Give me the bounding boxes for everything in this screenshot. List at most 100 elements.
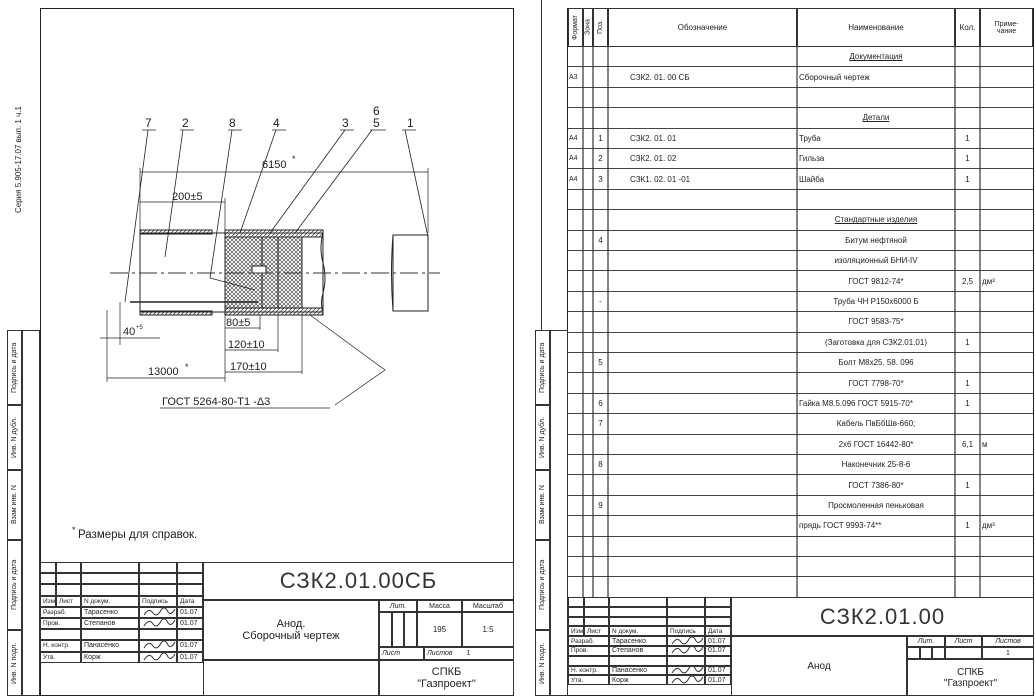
pos-cell xyxy=(593,88,608,107)
sign-date: 01.07 xyxy=(177,606,203,618)
dim-120: 120±10 xyxy=(228,339,265,351)
person-name xyxy=(609,655,667,666)
name-cell: Кабель ПвБбШв-660; xyxy=(836,419,916,429)
header-date: Дата xyxy=(177,595,203,607)
change-cell xyxy=(609,606,667,617)
sign-date xyxy=(177,629,203,641)
change-cell xyxy=(584,606,609,617)
person-name: Панасенко xyxy=(609,665,667,676)
spec-row: -Труба ЧН Р150х6000 Б xyxy=(568,292,1033,313)
change-cell xyxy=(584,616,609,627)
dim-overall: 6150 xyxy=(262,159,286,171)
name-cell: 2х6 ГОСТ 16442-80* xyxy=(838,439,914,449)
qty-cell xyxy=(955,312,980,331)
name-cell: изоляционный БНИ-IV xyxy=(834,256,918,266)
format-cell xyxy=(569,577,583,596)
drawing-name: Анод.Сборочный чертеж xyxy=(203,600,379,660)
format-cell: А4 xyxy=(569,175,578,183)
name-cell: Документация xyxy=(849,52,903,62)
change-cell xyxy=(568,606,584,617)
qty-cell xyxy=(955,88,980,107)
stamp-inv-podl: Инв. N подл. xyxy=(7,630,22,696)
designation-cell xyxy=(630,312,755,331)
leader-6: 6 xyxy=(373,104,380,118)
format-cell xyxy=(569,373,583,392)
signature xyxy=(139,640,177,652)
role-label: Пров. xyxy=(568,646,609,656)
weld-note: ГОСТ 5264-80-Т1 -Δ3 xyxy=(162,396,270,408)
pos-cell xyxy=(593,190,608,209)
format-cell xyxy=(569,210,583,229)
pos-cell: 5 xyxy=(598,358,603,368)
designation-cell xyxy=(630,414,755,433)
qty-cell xyxy=(955,47,980,66)
signature-scribble xyxy=(671,666,704,674)
name-cell: Просмоленная пеньковая xyxy=(828,500,924,510)
change-cell xyxy=(177,584,203,596)
change-cell xyxy=(609,597,667,607)
name-cell: Детали xyxy=(862,113,890,123)
qty-cell: 6,1 xyxy=(961,439,974,449)
name-cell: ГОСТ 7386-80* xyxy=(848,480,904,490)
role-label: Н. контр. xyxy=(40,640,81,652)
designation-cell xyxy=(630,537,755,556)
designation-cell: СЗК2. 01. 02 xyxy=(630,154,677,164)
name-cell xyxy=(799,577,955,596)
qty-cell: 1 xyxy=(965,378,970,388)
designation-cell xyxy=(630,333,755,352)
note-cell: дм³ xyxy=(982,521,995,531)
spec-name: Анод xyxy=(731,636,907,696)
name-cell xyxy=(799,537,955,556)
qty-cell xyxy=(955,251,980,270)
note-cell xyxy=(982,67,1032,86)
signature xyxy=(667,665,705,676)
org-line1: СПКБ xyxy=(431,666,462,678)
note-cell xyxy=(982,251,1032,270)
designation-cell xyxy=(630,455,755,474)
change-cell xyxy=(667,606,705,617)
pos-cell xyxy=(593,312,608,331)
qty-cell xyxy=(955,557,980,576)
format-cell xyxy=(569,88,583,107)
format-cell xyxy=(569,47,583,66)
lit-cell xyxy=(379,612,392,647)
qty-cell xyxy=(955,496,980,515)
spec-row: ГОСТ 7386-80*1 xyxy=(568,475,1033,496)
note-cell xyxy=(982,108,1032,127)
col-note-line2: чание xyxy=(996,27,1017,35)
pos-cell: 6 xyxy=(598,398,603,408)
pos-cell xyxy=(593,108,608,127)
format-cell xyxy=(569,190,583,209)
sign-date: 01.07 xyxy=(705,636,731,646)
qty-cell: 1 xyxy=(965,521,970,531)
note-cell xyxy=(982,129,1032,148)
note-cell xyxy=(982,312,1032,331)
change-cell xyxy=(584,597,609,607)
role-label: Н. контр. xyxy=(568,665,609,676)
designation-cell xyxy=(630,516,755,535)
spec-row xyxy=(568,88,1033,109)
name-cell: Шайба xyxy=(799,174,825,184)
sign-date: 01.07 xyxy=(705,665,731,676)
note-cell xyxy=(982,47,1032,66)
lit-cell xyxy=(391,612,405,647)
stamp-blank-column xyxy=(22,330,40,696)
mass-value: 195 xyxy=(417,612,462,647)
ref-mark-1: * xyxy=(292,154,296,164)
format-cell xyxy=(569,292,583,311)
designation-cell xyxy=(630,577,755,596)
col-name: Наименование xyxy=(797,8,955,47)
leader-labels: 7 2 8 4 3 6 5 1 xyxy=(145,104,414,130)
leader-8: 8 xyxy=(229,116,236,130)
name-cell: Гильза xyxy=(799,154,825,164)
name-cell: Болт М8х25. 58. 096 xyxy=(838,358,914,368)
change-cell xyxy=(177,562,203,574)
qty-cell: 1 xyxy=(965,174,970,184)
spec-row: ГОСТ 7798-70*1 xyxy=(568,373,1033,394)
header-ndoc: N докум. xyxy=(81,595,139,607)
name-cell: Наконечник 25-8-6 xyxy=(841,460,911,470)
signature xyxy=(139,651,177,663)
